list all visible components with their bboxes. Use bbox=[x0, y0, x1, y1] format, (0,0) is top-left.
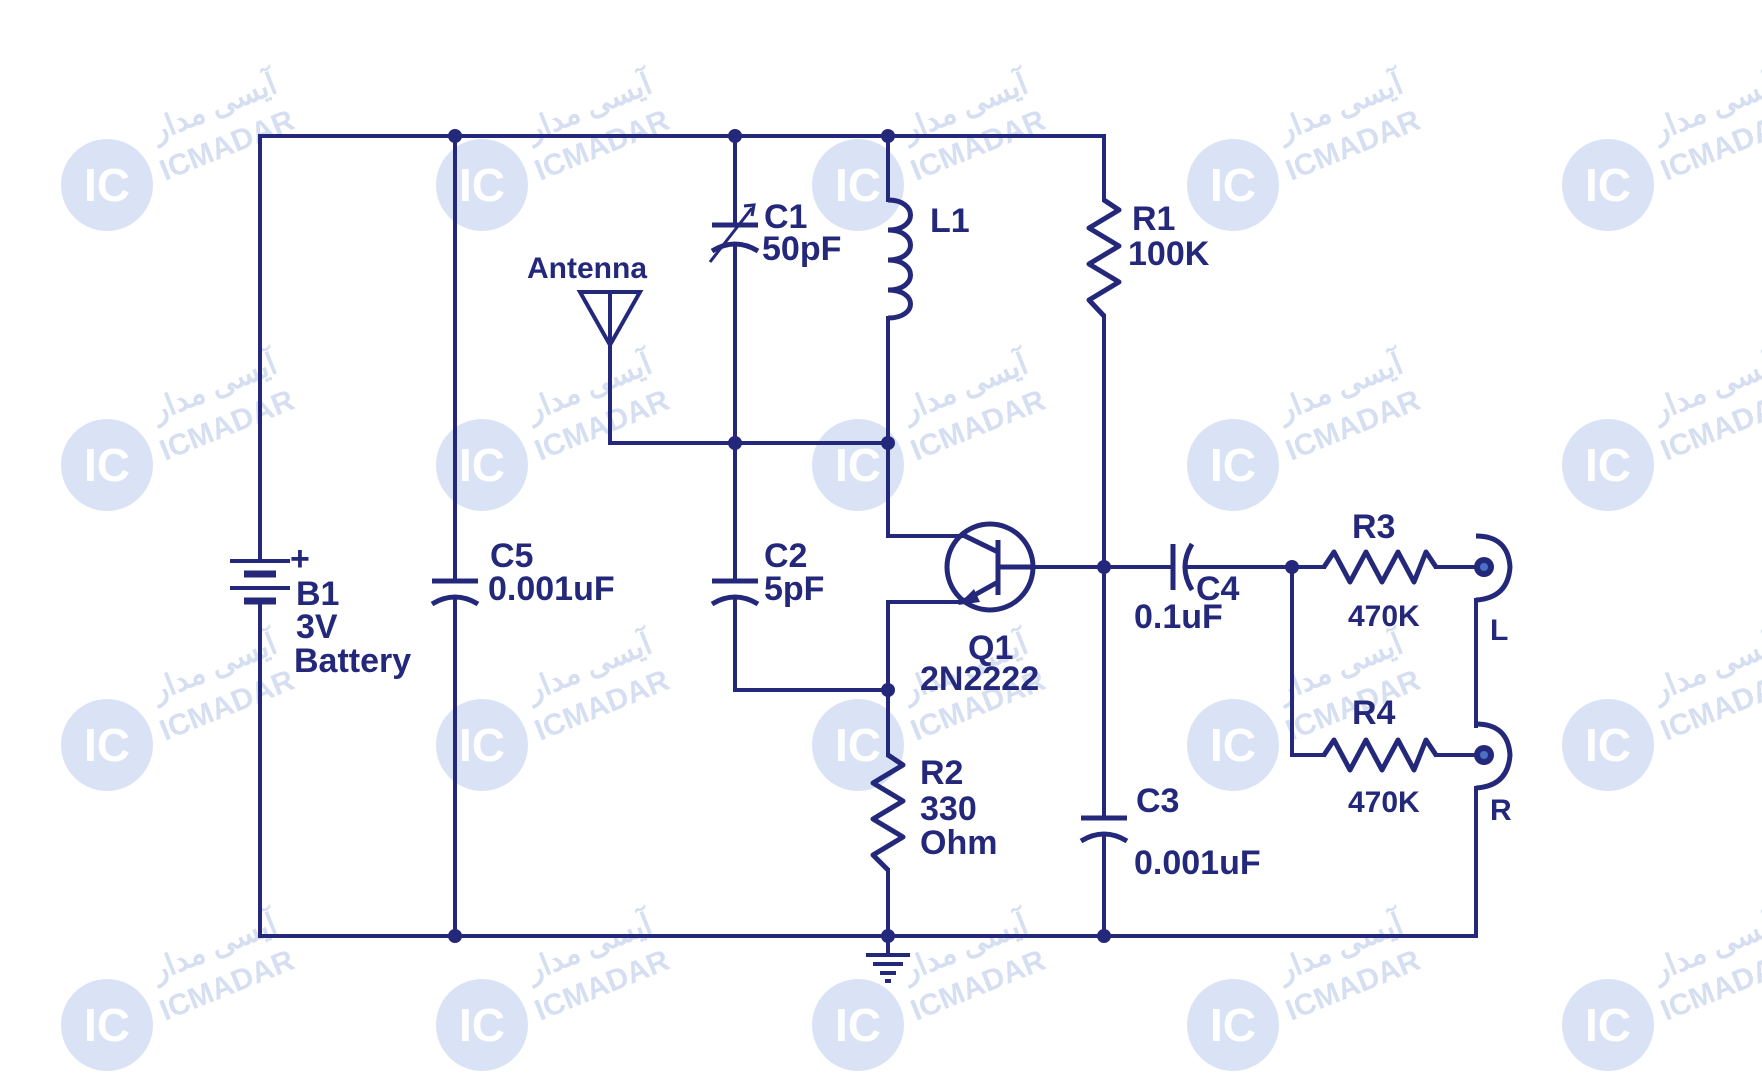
output-l-label: L bbox=[1490, 614, 1508, 647]
svg-text:IC: IC bbox=[84, 439, 130, 491]
jack-r-icon bbox=[1474, 721, 1513, 791]
emitter-arrow-icon bbox=[958, 589, 980, 605]
capacitor-c4-symbol bbox=[1170, 542, 1195, 592]
svg-text:IC: IC bbox=[1585, 159, 1631, 211]
c2-value-label: 5pF bbox=[764, 570, 824, 608]
c4-value-label: 0.1uF bbox=[1134, 598, 1223, 636]
r2-ref-label: R2 bbox=[920, 754, 963, 792]
output-r-label: R bbox=[1490, 794, 1512, 827]
svg-text:IC: IC bbox=[1210, 439, 1256, 491]
capacitor-c5-symbol bbox=[430, 578, 480, 607]
svg-text:IC: IC bbox=[835, 719, 881, 771]
c5-value-label: 0.001uF bbox=[488, 570, 615, 608]
c5-ref-label: C5 bbox=[490, 537, 533, 575]
c1-ref-label: C1 bbox=[764, 198, 807, 236]
svg-text:IC: IC bbox=[84, 719, 130, 771]
svg-text:IC: IC bbox=[1210, 159, 1256, 211]
c2-ref-label: C2 bbox=[764, 537, 807, 575]
c3-value-label: 0.001uF bbox=[1134, 844, 1261, 882]
resistor-r2-symbol bbox=[870, 752, 906, 872]
inductor-l1-symbol bbox=[887, 197, 913, 321]
r2-value-label: 330 bbox=[920, 790, 977, 828]
q1-part-label: 2N2222 bbox=[920, 660, 1039, 698]
svg-text:IC: IC bbox=[1585, 719, 1631, 771]
r2-unit-label: Ohm bbox=[920, 824, 997, 862]
resistor-r4-symbol bbox=[1321, 737, 1439, 773]
battery-plus-label: + bbox=[290, 540, 310, 578]
svg-text:IC: IC bbox=[835, 439, 881, 491]
r4-value-label: 470K bbox=[1348, 786, 1420, 819]
r4-ref-label: R4 bbox=[1352, 694, 1396, 732]
c1-value-label: 50pF bbox=[762, 230, 841, 268]
capacitor-c3-symbol bbox=[1079, 815, 1129, 844]
svg-text:IC: IC bbox=[84, 159, 130, 211]
r1-ref-label: R1 bbox=[1132, 200, 1175, 238]
q1-ref-label: Q1 bbox=[968, 629, 1013, 667]
c3-ref-label: C3 bbox=[1136, 782, 1179, 820]
c4-ref-label: C4 bbox=[1196, 570, 1240, 608]
antenna-symbol bbox=[576, 290, 644, 350]
capacitor-c2-symbol bbox=[710, 578, 760, 607]
wires bbox=[258, 134, 1478, 957]
svg-text:IC: IC bbox=[1210, 999, 1256, 1051]
svg-text:IC: IC bbox=[835, 159, 881, 211]
junction-dots bbox=[448, 129, 1299, 943]
variable-capacitor-c1-symbol bbox=[708, 203, 760, 263]
l1-ref-label: L1 bbox=[930, 202, 970, 240]
transistor-q1-symbol bbox=[944, 521, 1036, 613]
jack-l-icon bbox=[1474, 533, 1513, 603]
battery-symbol bbox=[230, 559, 290, 605]
r3-ref-label: R3 bbox=[1352, 508, 1395, 546]
battery-ref-label: B1 bbox=[296, 575, 339, 613]
r3-value-label: 470K bbox=[1348, 600, 1420, 633]
ground-icon bbox=[866, 953, 910, 983]
resistor-r3-symbol bbox=[1321, 549, 1439, 585]
svg-text:IC: IC bbox=[459, 999, 505, 1051]
svg-text:IC: IC bbox=[84, 999, 130, 1051]
svg-text:IC: IC bbox=[459, 159, 505, 211]
svg-text:IC: IC bbox=[459, 439, 505, 491]
r1-value-label: 100K bbox=[1128, 235, 1210, 273]
svg-text:IC: IC bbox=[835, 999, 881, 1051]
svg-text:IC: IC bbox=[1210, 719, 1256, 771]
svg-text:IC: IC bbox=[459, 719, 505, 771]
battery-value-label: 3V bbox=[296, 608, 338, 646]
antenna-label: Antenna bbox=[527, 252, 647, 285]
svg-text:IC: IC bbox=[1585, 999, 1631, 1051]
battery-type-label: Battery bbox=[294, 642, 411, 680]
svg-text:IC: IC bbox=[1585, 439, 1631, 491]
resistor-r1-symbol bbox=[1086, 197, 1122, 318]
